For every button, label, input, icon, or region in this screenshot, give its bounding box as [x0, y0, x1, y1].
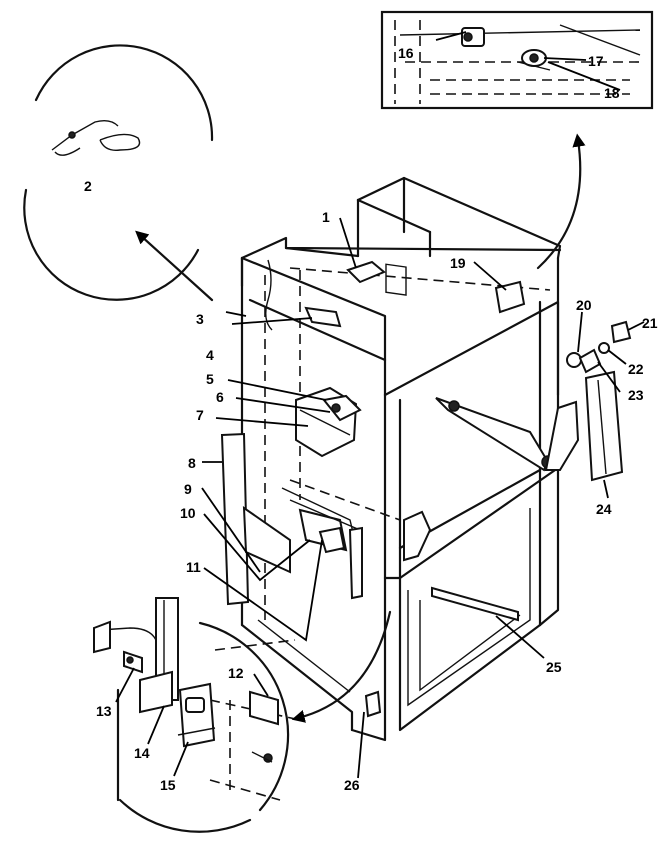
leader-lines — [115, 31, 645, 779]
callout-13: 13 — [96, 703, 112, 719]
rod-part-25 — [431, 586, 519, 622]
callout-26: 26 — [344, 777, 360, 793]
hinge-block-part-15 — [178, 682, 216, 748]
right-side-parts — [566, 320, 632, 482]
top-detail-inset — [380, 10, 654, 110]
screw-icon — [463, 32, 473, 42]
detail-arrows — [135, 133, 586, 723]
callout-16: 16 — [398, 45, 414, 61]
middle-hinge-part — [403, 510, 432, 562]
callout-25: 25 — [546, 659, 562, 675]
callout-8: 8 — [188, 455, 196, 471]
arrow-to-inset-2 — [135, 230, 214, 302]
callout-18: 18 — [604, 85, 620, 101]
arrow-to-hinge-inset — [291, 610, 392, 723]
callout-24: 24 — [596, 501, 612, 517]
callout-labels: 1 2 3 4 5 6 7 8 9 10 11 12 13 14 15 16 1… — [84, 45, 658, 793]
callout-22: 22 — [628, 361, 644, 377]
bushing-part-20 — [566, 352, 582, 368]
hinge-detail-inset — [93, 597, 301, 833]
screw-part-21 — [610, 320, 632, 344]
bracket-part-26 — [364, 690, 382, 718]
callout-7: 7 — [196, 407, 204, 423]
cabinet-parts — [220, 260, 580, 718]
trim-part-24 — [584, 370, 624, 482]
callout-21: 21 — [642, 315, 658, 331]
panel-part-8 — [220, 432, 250, 606]
panel-part-9 — [242, 506, 291, 574]
callout-12: 12 — [228, 665, 244, 681]
callout-20: 20 — [576, 297, 592, 313]
callout-4: 4 — [206, 347, 214, 363]
callout-11: 11 — [186, 559, 201, 575]
top-hinge-part — [544, 400, 580, 471]
relay-part-19 — [494, 280, 526, 314]
callout-9: 9 — [184, 481, 192, 497]
callout-15: 15 — [160, 777, 176, 793]
bracket-part-1 — [346, 260, 386, 284]
bracket-part-12 — [249, 690, 279, 726]
callout-1: 1 — [322, 209, 330, 225]
callout-6: 6 — [216, 389, 224, 405]
bracket-part-4 — [304, 306, 342, 328]
callout-19: 19 — [450, 255, 466, 271]
callout-2: 2 — [84, 178, 92, 194]
callout-5: 5 — [206, 371, 214, 387]
cam-part-23 — [578, 348, 602, 374]
arrow-to-top-inset — [536, 133, 586, 270]
callout-3: 3 — [196, 311, 204, 327]
callout-23: 23 — [628, 387, 644, 403]
refrigerator-cabinet — [240, 176, 562, 742]
hinge-bracket-part-14 — [139, 670, 173, 714]
callout-17: 17 — [588, 53, 604, 69]
washer-part-22 — [598, 342, 610, 354]
callout-14: 14 — [134, 745, 150, 761]
wire-tie-detail-inset — [23, 44, 214, 301]
callout-10: 10 — [180, 505, 196, 521]
